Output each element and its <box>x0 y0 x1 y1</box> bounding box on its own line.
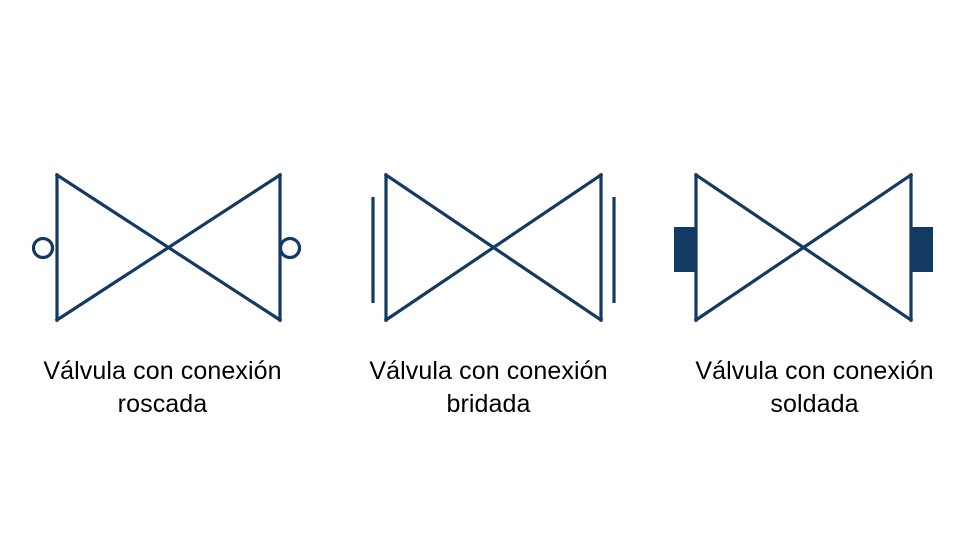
valve-diagonal-bottom-left-to-top-right <box>54 172 283 323</box>
valve-symbol-flanged: Válvula con conexión bridada <box>326 0 651 540</box>
bowtie-valve-flanged-svg <box>371 172 616 323</box>
valve-diagram-threaded <box>0 160 325 335</box>
valve-caption-welded: Válvula con conexión soldada <box>695 357 934 418</box>
valve-caption-threaded: Válvula con conexión roscada <box>43 357 282 418</box>
valve-diagram-flanged <box>326 160 651 335</box>
welded-connection-block-left <box>674 227 696 272</box>
valve-symbol-threaded: Válvula con conexión roscada <box>0 0 325 540</box>
bowtie-valve-threaded-svg <box>31 172 302 323</box>
valve-diagonal-bottom-left-to-top-right <box>383 172 604 323</box>
threaded-connection-circle-right <box>278 236 302 260</box>
bowtie-valve-welded-svg <box>674 172 933 323</box>
welded-connection-block-right <box>911 227 933 272</box>
valve-diagonal-bottom-left-to-top-right <box>693 172 914 323</box>
threaded-connection-circle-left <box>31 236 55 260</box>
valve-caption-flanged: Válvula con conexión bridada <box>369 357 608 418</box>
valve-diagram-welded <box>652 160 977 335</box>
valve-symbol-welded: Válvula con conexión soldada <box>652 0 977 540</box>
